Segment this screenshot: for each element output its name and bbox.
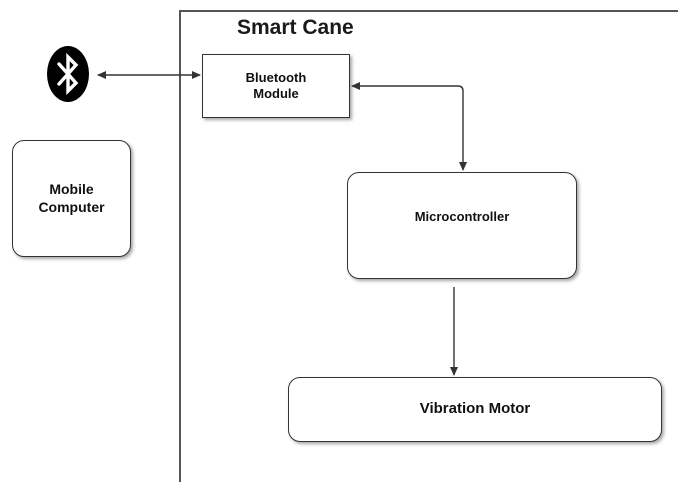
vibration-motor-node: Vibration Motor	[288, 377, 662, 442]
mobile-computer-label: Mobile Computer	[38, 181, 105, 215]
bluetooth-module-node: Bluetooth Module	[202, 54, 350, 118]
microcontroller-node: Microcontroller	[347, 172, 577, 279]
module-to-microcontroller-arrow	[351, 82, 467, 171]
smart-cane-boundary-top	[179, 10, 678, 12]
microcontroller-label: Microcontroller	[414, 209, 510, 224]
smart-cane-title: Smart Cane	[237, 16, 354, 39]
smart-cane-boundary-left	[179, 10, 181, 482]
vibration-motor-label: Vibration Motor	[419, 400, 531, 418]
mobile-computer-node: Mobile Computer	[12, 140, 131, 257]
bluetooth-module-label: Bluetooth Module	[245, 69, 307, 101]
bluetooth-icon	[45, 45, 91, 103]
